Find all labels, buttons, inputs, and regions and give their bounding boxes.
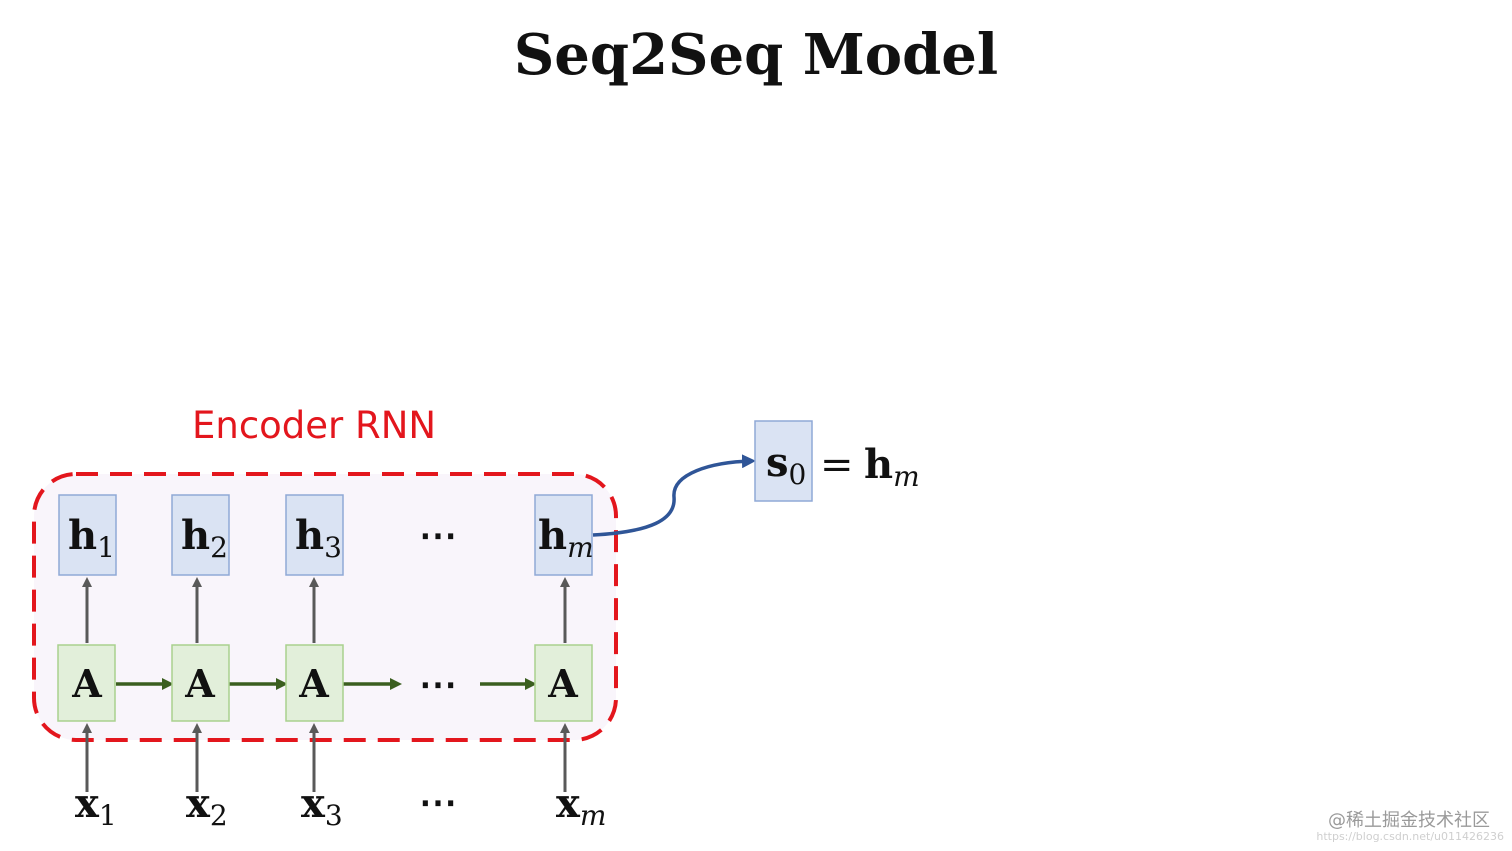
- input-label-3: x3: [301, 780, 343, 832]
- hidden-label-m: hm: [538, 512, 594, 564]
- cell-box-3: [285, 644, 344, 722]
- hidden-label-3: h3: [295, 512, 342, 564]
- input-ellipsis: ⋯: [419, 779, 457, 824]
- page-title: Seq2Seq Model: [513, 22, 999, 88]
- watermark: @稀土掘金技术社区: [1328, 810, 1490, 831]
- hidden-box-2: [171, 494, 230, 576]
- decoder-state-rhs: hm: [864, 441, 920, 493]
- input-label-2: x2: [186, 780, 228, 832]
- hidden-boxes: [58, 494, 593, 576]
- cell-label-3: A: [298, 661, 329, 706]
- input-label-1: x1: [75, 780, 117, 832]
- cell-boxes: [57, 644, 593, 722]
- cell-label-2: A: [184, 661, 215, 706]
- hidden-arrows: [82, 577, 570, 643]
- cell-box-1: [57, 644, 116, 722]
- cell-box-m: [534, 644, 593, 722]
- equals-sign: =: [820, 442, 854, 488]
- hidden-box-m: [534, 494, 593, 576]
- hidden-ellipsis: ⋯: [419, 512, 457, 557]
- state-transfer-arrow: [592, 454, 756, 537]
- cell-box-2: [171, 644, 230, 722]
- decoder-state-label: s0: [766, 439, 806, 491]
- hidden-label-2: h2: [181, 512, 228, 564]
- hidden-label-1: h1: [68, 512, 115, 564]
- input-arrows: [82, 723, 570, 792]
- watermark-url: https://blog.csdn.net/u011426236: [1316, 830, 1504, 843]
- decoder-state-box: [754, 420, 813, 502]
- cell-label-m: A: [547, 661, 578, 706]
- cell-label-1: A: [71, 661, 102, 706]
- hidden-box-3: [285, 494, 344, 576]
- cell-ellipsis: ⋯: [419, 661, 457, 706]
- encoder-label: Encoder RNN: [192, 404, 437, 447]
- input-label-m: xm: [556, 780, 606, 832]
- hidden-box-1: [58, 494, 117, 576]
